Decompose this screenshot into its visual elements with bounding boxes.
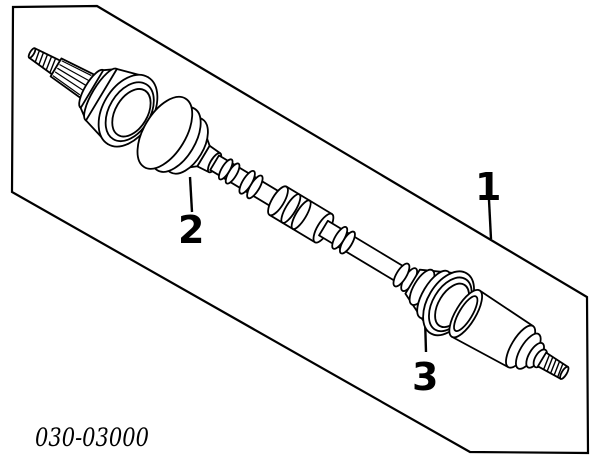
inner-cv-joint [448,288,548,370]
axle-assembly-drawing [27,47,570,380]
callout-1-label: 1 [475,165,502,209]
callout-2-leader-line [188,176,194,213]
inner-stub-shaft [536,351,570,380]
callout-3-label: 3 [412,355,439,399]
part-code-label: 030-03000 [35,423,149,452]
frame-border [10,4,590,455]
callout-1-leader-line [487,199,493,240]
callout-2-label: 2 [178,208,205,252]
outer-cv-boot [136,95,223,175]
axle-shaft [209,154,286,211]
